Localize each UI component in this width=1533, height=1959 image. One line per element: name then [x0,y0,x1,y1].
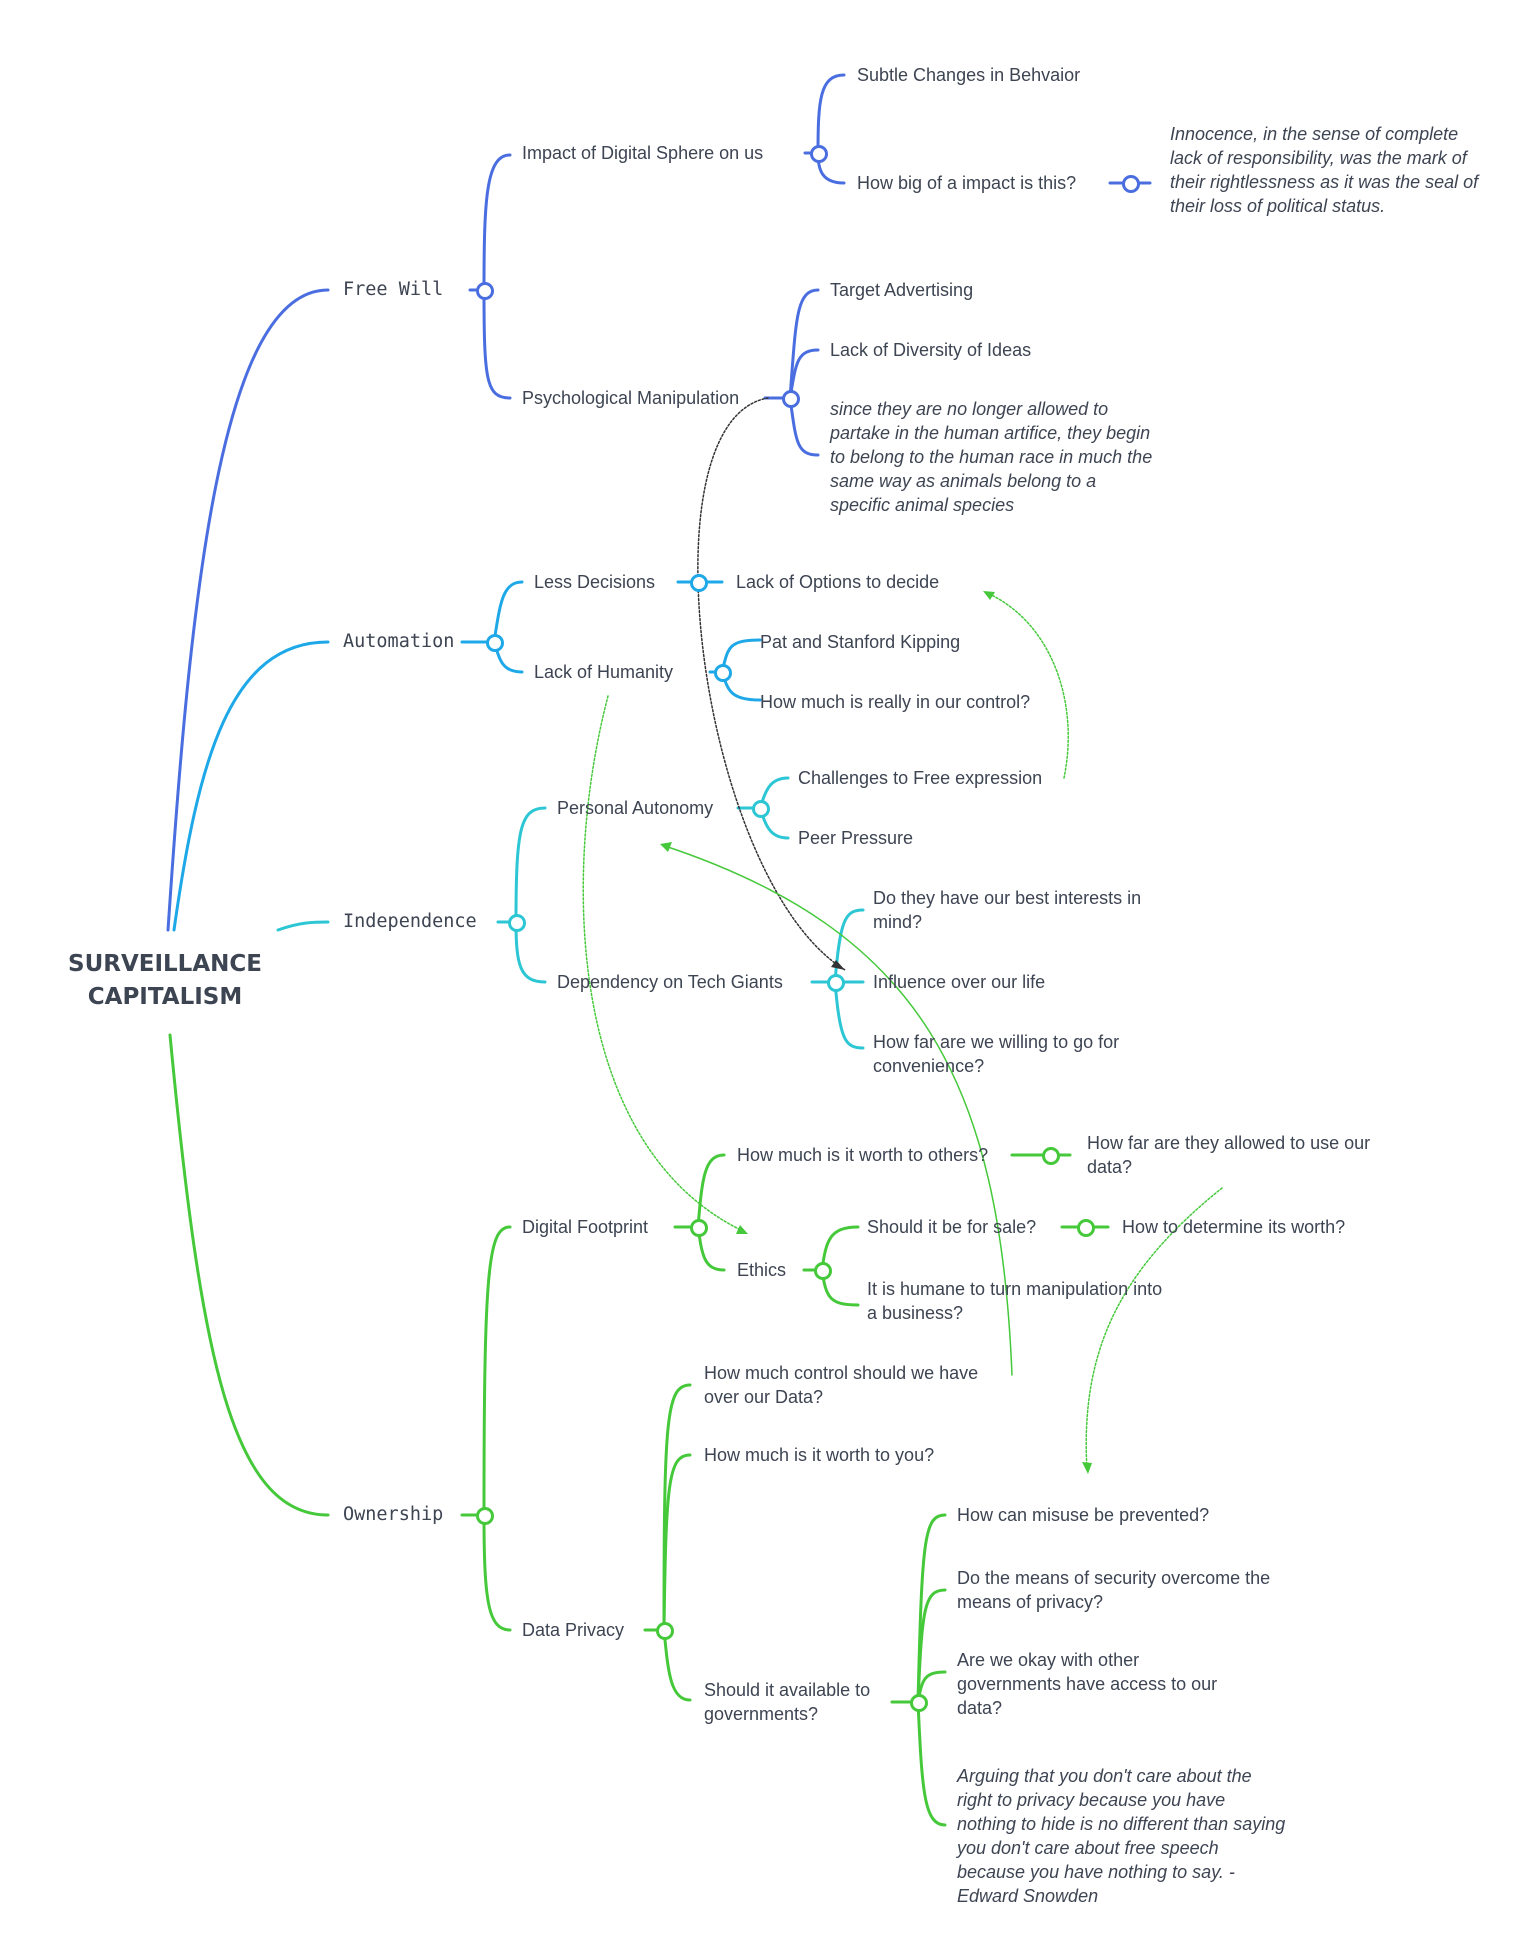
node-convenience[interactable]: How far are we willing to go for conveni… [873,1032,1120,1076]
node-best-interests[interactable]: Do they have our best interests in mind? [873,888,1142,932]
branch-independence[interactable]: Independence [343,911,477,932]
free-will-toggle[interactable] [476,282,494,300]
node-determine-worth[interactable]: How to determine its worth? [1122,1217,1346,1237]
free-will-connectors [166,73,1152,932]
node-ethics[interactable]: Ethics [737,1260,787,1280]
node-governments[interactable]: Should it available to governments? [704,1680,871,1724]
node-target-advertising[interactable]: Target Advertising [830,280,974,300]
node-worth-you[interactable]: How much is it worth to you? [704,1445,935,1465]
node-for-sale[interactable]: Should it be for sale? [867,1217,1037,1237]
node-impact[interactable]: Impact of Digital Sphere on us [522,143,764,163]
root-line-1: SURVEILLANCE [68,951,262,977]
node-snowden-quote[interactable]: Arguing that you don't care about the ri… [957,1766,1286,1906]
humanity-toggle[interactable] [714,664,732,682]
node-misuse[interactable]: How can misuse be prevented? [957,1505,1210,1525]
node-how-much-control[interactable]: How much is really in our control? [760,692,1031,712]
node-lack-humanity[interactable]: Lack of Humanity [534,662,674,682]
node-psych-manipulation[interactable]: Psychological Manipulation [522,388,740,408]
branch-ownership[interactable]: Ownership [343,1504,444,1525]
node-security-privacy[interactable]: Do the means of security overcome the me… [957,1568,1271,1612]
less-decisions-toggle[interactable] [690,574,708,592]
branch-free-will[interactable]: Free Will [343,279,444,300]
psych-toggle[interactable] [782,390,800,408]
node-subtle-changes[interactable]: Subtle Changes in Behvaior [857,65,1081,85]
automation-connectors [172,580,762,932]
node-free-expression[interactable]: Challenges to Free expression [798,768,1043,788]
footprint-toggle[interactable] [690,1219,708,1237]
node-human-artifice-quote[interactable]: since they are no longer allowed to part… [830,399,1153,515]
node-innocence-quote[interactable]: Innocence, in the sense of complete lack… [1170,124,1479,216]
governments-toggle[interactable] [910,1694,928,1712]
dependency-toggle[interactable] [827,974,845,992]
node-pat-stanford[interactable]: Pat and Stanford Kipping [760,632,961,652]
privacy-toggle[interactable] [656,1622,674,1640]
node-other-governments[interactable]: Are we okay with other governments have … [957,1650,1218,1718]
branch-automation[interactable]: Automation [343,631,455,652]
worth-others-toggle[interactable] [1042,1147,1060,1165]
node-allowed-use[interactable]: How far are they allowed to use our data… [1087,1133,1371,1177]
node-less-decisions[interactable]: Less Decisions [534,572,656,592]
node-data-privacy[interactable]: Data Privacy [522,1620,625,1640]
node-personal-autonomy[interactable]: Personal Autonomy [557,798,714,818]
node-control-data[interactable]: How much control should we have over our… [704,1363,979,1407]
node-humane[interactable]: It is humane to turn manipulation into a… [867,1279,1163,1323]
node-digital-footprint[interactable]: Digital Footprint [522,1217,649,1237]
root-line-2: CAPITALISM [87,984,243,1010]
impact-toggle[interactable] [810,145,828,163]
node-influence[interactable]: Influence over our life [873,972,1046,992]
root-topic[interactable]: SURVEILLANCE CAPITALISM [55,948,275,1014]
ownership-connectors [168,1033,1110,1827]
autonomy-toggle[interactable] [752,800,770,818]
node-lack-diversity[interactable]: Lack of Diversity of Ideas [830,340,1032,360]
how-big-toggle[interactable] [1122,175,1140,193]
node-lack-options[interactable]: Lack of Options to decide [736,572,940,592]
for-sale-toggle[interactable] [1077,1219,1095,1237]
independence-toggle[interactable] [508,914,526,932]
node-how-big[interactable]: How big of a impact is this? [857,173,1077,193]
ownership-toggle[interactable] [476,1507,494,1525]
ethics-toggle[interactable] [814,1262,832,1280]
automation-toggle[interactable] [486,634,504,652]
cross-links [582,397,1223,1474]
node-dependency-tech[interactable]: Dependency on Tech Giants [557,972,783,992]
node-peer-pressure[interactable]: Peer Pressure [798,828,914,848]
node-worth-others[interactable]: How much is it worth to others? [737,1145,989,1165]
